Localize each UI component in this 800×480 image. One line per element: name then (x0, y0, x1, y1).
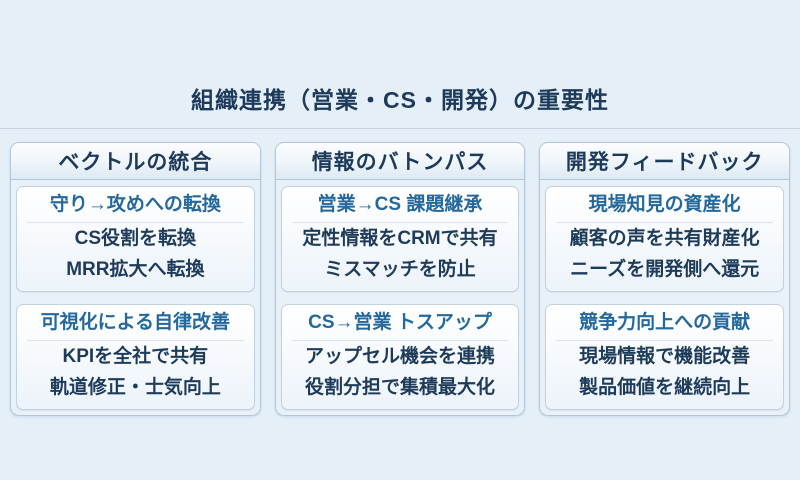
panel-body: 守り→攻めへの転換 CS役割を転換 MRR拡大へ転換 可視化による自律改善 KP… (11, 180, 260, 415)
panel-dev-feedback: 開発フィードバック 現場知見の資産化 顧客の声を共有財産化 ニーズを開発側へ還元… (539, 142, 791, 416)
card-headline: 競争力向上への貢献 (556, 308, 774, 341)
card: CS→営業 トスアップ アップセル機会を連携 役割分担で集積最大化 (280, 304, 520, 410)
card-line: CS役割を転換 (74, 228, 197, 249)
card: 守り→攻めへの転換 CS役割を転換 MRR拡大へ転換 (16, 186, 255, 292)
panel-body: 営業→CS 課題継承 定性情報をCRMで共有 ミスマッチを防止 CS→営業 トス… (276, 180, 525, 415)
card-line: ニーズを開発側へ還元 (570, 259, 760, 280)
card: 現場知見の資産化 顧客の声を共有財産化 ニーズを開発側へ還元 (545, 186, 785, 292)
card-line: MRR拡大へ転換 (66, 259, 205, 280)
card-headline: 営業→CS 課題継承 (291, 190, 509, 223)
card-line: 役割分担で集積最大化 (305, 377, 496, 398)
card-headline: 現場知見の資産化 (556, 190, 774, 223)
card-line: ミスマッチを防止 (324, 259, 476, 280)
page-title: 組織連携（営業・CS・開発）の重要性 (191, 87, 609, 113)
card-line: アップセル機会を連携 (305, 346, 496, 367)
columns-container: ベクトルの統合 守り→攻めへの転換 CS役割を転換 MRR拡大へ転換 可視化によ… (10, 142, 791, 416)
card: 競争力向上への貢献 現場情報で機能改善 製品価値を継続向上 (545, 304, 785, 410)
panel-header: 開発フィードバック (540, 143, 790, 180)
card-headline: 可視化による自律改善 (27, 308, 244, 341)
card-headline: CS→営業 トスアップ (291, 308, 509, 341)
title-area: 組織連携（営業・CS・開発）の重要性 (0, 0, 800, 129)
card-line: 軌道修正・士気向上 (49, 377, 221, 398)
card: 可視化による自律改善 KPIを全社で共有 軌道修正・士気向上 (16, 304, 255, 410)
panel-vector-alignment: ベクトルの統合 守り→攻めへの転換 CS役割を転換 MRR拡大へ転換 可視化によ… (10, 142, 261, 416)
card: 営業→CS 課題継承 定性情報をCRMで共有 ミスマッチを防止 (280, 186, 520, 292)
card-line: 現場情報で機能改善 (579, 346, 751, 367)
panel-header: 情報のバトンパス (275, 143, 525, 180)
panel-info-handoff: 情報のバトンパス 営業→CS 課題継承 定性情報をCRMで共有 ミスマッチを防止… (274, 142, 526, 416)
card-line: 顧客の声を共有財産化 (569, 228, 760, 249)
card-line: 定性情報をCRMで共有 (302, 228, 498, 249)
panel-header: ベクトルの統合 (11, 143, 260, 180)
card-headline: 守り→攻めへの転換 (27, 190, 244, 223)
card-line: KPIを全社で共有 (62, 346, 209, 367)
panel-body: 現場知見の資産化 顧客の声を共有財産化 ニーズを開発側へ還元 競争力向上への貢献… (540, 180, 789, 415)
card-line: 製品価値を継続向上 (579, 377, 751, 398)
